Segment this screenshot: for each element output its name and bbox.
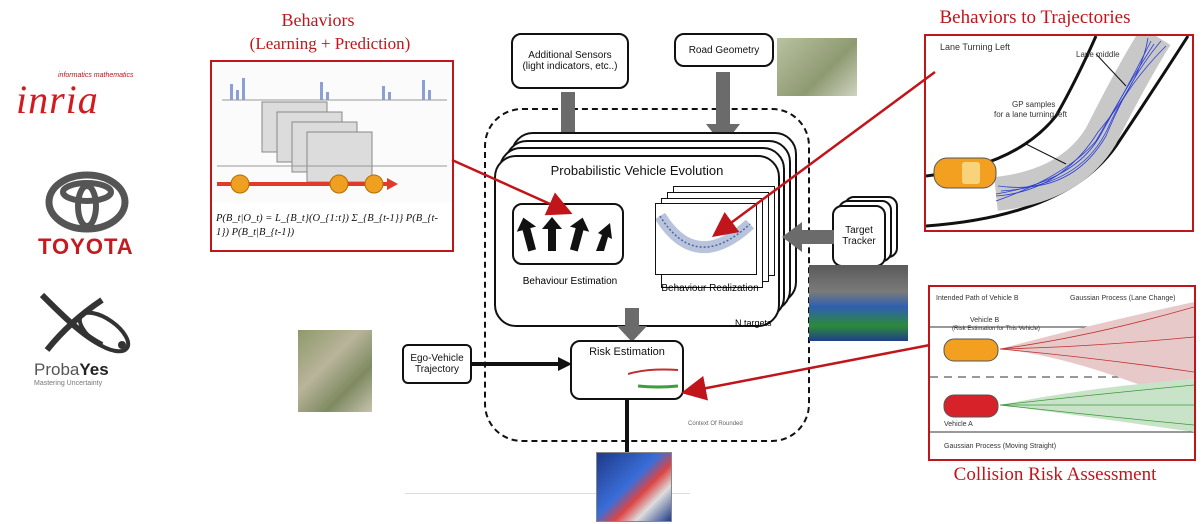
hmm-network-image bbox=[212, 62, 452, 202]
behaviour-estimation-label: Behaviour Estimation bbox=[522, 276, 618, 287]
risk-estimation-label: Risk Estimation bbox=[589, 346, 665, 358]
turn-arrows-icon bbox=[516, 217, 612, 252]
probayes-logo: ProbaYes Mastering Uncertainty bbox=[32, 290, 152, 390]
trajectories-panel: Lane Turning Left Lane middle GP samples… bbox=[924, 34, 1194, 232]
behaviors-title: Behaviors bbox=[281, 10, 355, 30]
behaviour-realization-plot bbox=[654, 203, 757, 275]
output-divider-line bbox=[405, 493, 690, 494]
output-visual-image bbox=[596, 452, 672, 522]
evolution-title: Probabilistic Vehicle Evolution bbox=[550, 163, 724, 178]
bayes-formula: P(B_t|O_t) = L_{B_t}(O_{1:t}) Σ_{B_{t-1}… bbox=[216, 213, 438, 238]
vehicle-b-sub-label: (Risk Estimation for This Vehicle) bbox=[952, 326, 1040, 332]
probayes-word-a: Proba bbox=[34, 360, 80, 379]
toyota-wordmark: TOYOTA bbox=[38, 234, 134, 259]
gp-lane-change-label: Gaussian Process (Lane Change) bbox=[1070, 295, 1176, 302]
inria-logo: informatics mathematics inria bbox=[14, 72, 164, 122]
gp-straight-label: Gaussian Process (Moving Straight) bbox=[944, 443, 1057, 450]
sensors-label-2: (light indicators, etc..) bbox=[522, 61, 618, 72]
vehicle-a-label: Vehicle A bbox=[944, 421, 973, 428]
road-map-image bbox=[777, 38, 857, 96]
lane-turning-label: Lane Turning Left bbox=[940, 42, 1011, 52]
gp-samples-sub-label: for a lane turning left bbox=[994, 110, 1067, 119]
ego-right-arrow-icon bbox=[472, 357, 572, 371]
intended-path-label: Intended Path of Vehicle B bbox=[936, 295, 1019, 302]
behaviour-realization-label: Behaviour Realization bbox=[661, 283, 759, 294]
risk-mini-plot-icon bbox=[628, 368, 679, 389]
tracker-label: Tracker bbox=[842, 236, 876, 247]
sensors-label-1: Additional Sensors bbox=[528, 50, 612, 61]
lane-turning-image bbox=[926, 36, 1190, 228]
vehicle-b-label: Vehicle B bbox=[970, 317, 1000, 324]
behaviour-icons-box bbox=[512, 203, 624, 265]
collision-risk-image bbox=[930, 302, 1194, 433]
realization-curve-icon bbox=[654, 212, 755, 253]
behaviors-subtitle: (Learning + Prediction) bbox=[249, 34, 411, 53]
additional-sensors-box: Additional Sensors (light indicators, et… bbox=[511, 33, 629, 89]
aerial-map-image bbox=[298, 330, 372, 412]
inria-tagline: informatics mathematics bbox=[58, 72, 134, 79]
ego-label-2: Trajectory bbox=[414, 364, 460, 375]
toyota-emblem-icon bbox=[45, 171, 129, 233]
evolution-down-arrow-icon bbox=[617, 308, 647, 342]
ego-label-1: Ego-Vehicle bbox=[410, 353, 464, 364]
tracker-left-arrow-icon bbox=[782, 222, 834, 252]
tracking-camera-image bbox=[809, 265, 908, 341]
risk-output-line bbox=[625, 400, 629, 452]
target-label: Target bbox=[845, 225, 873, 236]
lane-middle-label: Lane middle bbox=[1076, 50, 1120, 59]
behaviors-panel: P(B_t|O_t) = L_{B_t}(O_{1:t}) Σ_{B_{t-1}… bbox=[210, 60, 454, 252]
road-geometry-label: Road Geometry bbox=[688, 44, 760, 56]
target-tracker-box: Target Tracker bbox=[832, 205, 886, 267]
probayes-tagline: Mastering Uncertainty bbox=[34, 380, 103, 387]
road-geometry-box: Road Geometry bbox=[674, 33, 774, 67]
probayes-word-b: Yes bbox=[79, 360, 109, 379]
gp-samples-label: GP samples bbox=[1012, 100, 1056, 109]
n-targets-label: N targets bbox=[735, 318, 772, 328]
probayes-emblem-icon bbox=[39, 292, 131, 354]
trajectories-title: Behaviors to Trajectories bbox=[939, 7, 1131, 28]
context-label: Context Of Rounded bbox=[688, 421, 743, 427]
toyota-logo: TOYOTA bbox=[32, 170, 142, 260]
inria-wordmark: inria bbox=[16, 77, 99, 122]
collision-risk-panel: Intended Path of Vehicle B Gaussian Proc… bbox=[928, 285, 1196, 461]
collision-title: Collision Risk Assessment bbox=[953, 464, 1157, 485]
ego-vehicle-trajectory-box: Ego-Vehicle Trajectory bbox=[402, 344, 472, 384]
